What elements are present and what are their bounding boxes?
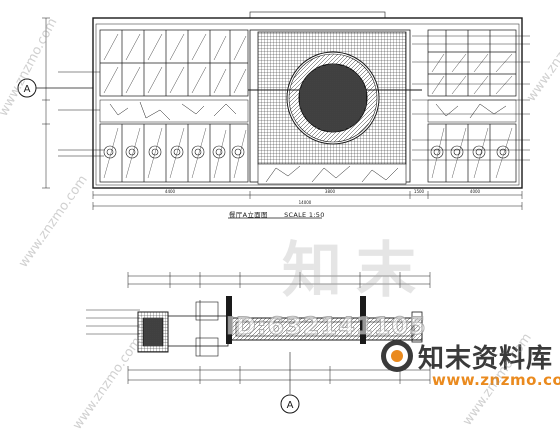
watermark-brand-url: www.znzmo.com xyxy=(432,371,560,389)
elevation-view xyxy=(42,11,530,219)
right-stone-band xyxy=(427,99,517,123)
section-marker-label: A xyxy=(24,84,31,95)
dim-text-1: 4400 xyxy=(165,189,176,194)
plan-view xyxy=(86,272,431,394)
left-glass-panel xyxy=(99,29,249,97)
section-marker-bottom: A xyxy=(280,394,300,414)
left-stone-band xyxy=(99,99,249,123)
dim-text-3: 1500 xyxy=(414,189,425,194)
watermark-brand-name: 知末资料库 xyxy=(418,344,554,374)
left-lower-doors xyxy=(99,123,249,183)
elevation-scale-text: SCALE 1:50 xyxy=(284,211,325,219)
left-medallions xyxy=(103,145,245,159)
section-marker-top: A xyxy=(17,78,93,98)
center-feature-wall xyxy=(248,29,422,185)
dim-text-overall: 14000 xyxy=(299,200,312,205)
round-window xyxy=(298,63,368,133)
elevation-title-text: 餐厅A立面图 xyxy=(229,211,268,219)
watermark-logo-mark xyxy=(381,340,413,372)
watermark-id: ID:632141105 xyxy=(226,312,427,341)
elevation-title: 餐厅A立面图 SCALE 1:50 xyxy=(229,209,339,219)
left-vertical-dimensions xyxy=(42,17,104,189)
right-glass-panel xyxy=(427,29,517,97)
plan-top-dimensions xyxy=(127,272,431,288)
bottom-dimension-line xyxy=(92,191,523,210)
dim-text-2: 3800 xyxy=(325,189,336,194)
right-leader-lines xyxy=(412,35,530,161)
right-lower-doors xyxy=(427,123,517,183)
plan-strip xyxy=(137,296,423,357)
plan-bottom-dimensions xyxy=(127,352,431,394)
cad-drawing-sheet: A 4400 3800 1500 4000 14000 xyxy=(17,11,530,414)
right-medallions xyxy=(430,145,510,159)
dim-text-4: 4000 xyxy=(470,189,481,194)
watermark-logo-text: 知末 xyxy=(282,236,430,306)
plan-marker-label: A xyxy=(287,400,294,411)
plan-left-leaders xyxy=(86,309,140,335)
